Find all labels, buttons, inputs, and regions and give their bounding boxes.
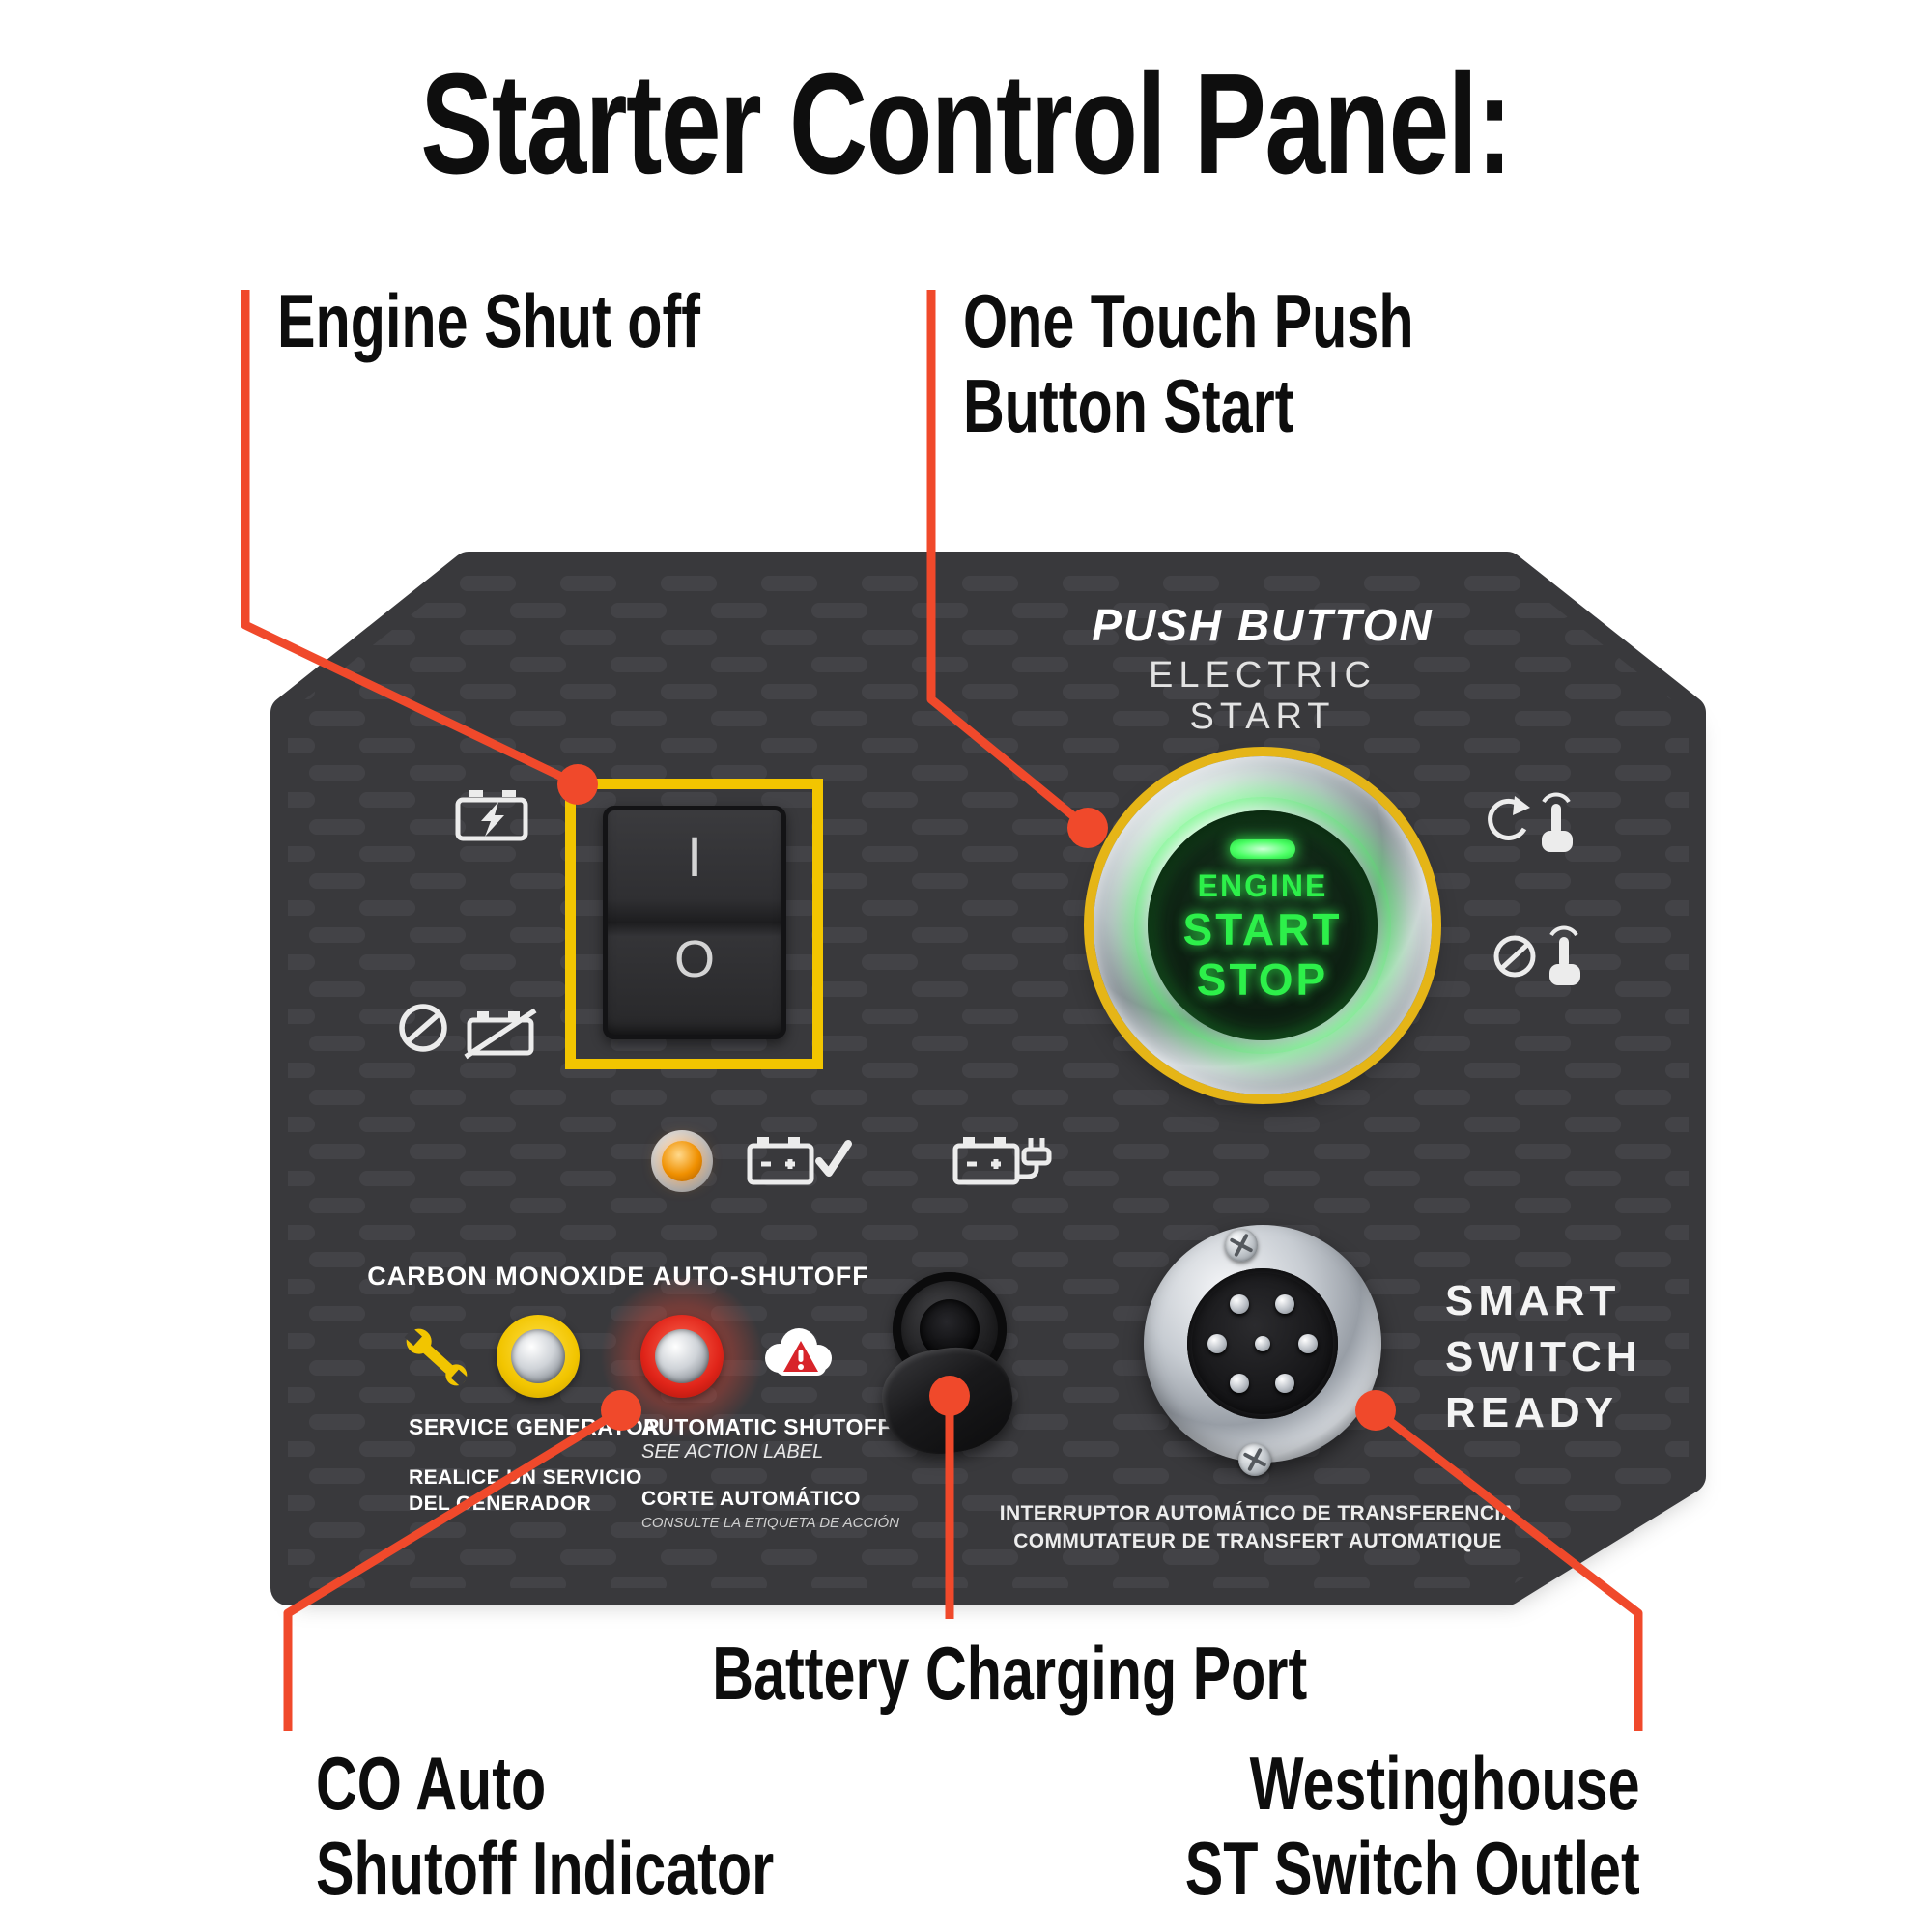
- no-touch-icon: [1493, 925, 1580, 985]
- no-symbol-icon: [399, 1004, 447, 1052]
- label-battery-port: Battery Charging Port: [712, 1631, 1308, 1716]
- service-indicator-lamp: [497, 1315, 580, 1398]
- start-button-start-text: START: [1182, 904, 1343, 954]
- rotary-start-touch-icon: [1488, 792, 1573, 852]
- label-co-indicator: CO Auto Shutoff Indicator: [316, 1741, 775, 1911]
- transfer-line-es: INTERRUPTOR AUTOMÁTICO DE TRANSFERENCIA: [999, 1502, 1517, 1524]
- start-button-face: ENGINE START STOP: [1148, 810, 1378, 1040]
- outlet-pin: [1275, 1374, 1294, 1393]
- engine-rocker-switch: I O: [603, 806, 786, 1039]
- outlet-pin: [1230, 1294, 1249, 1314]
- start-button-led-bar: [1230, 839, 1295, 859]
- label-engine-shutoff: Engine Shut off: [277, 278, 700, 363]
- label-push-start: One Touch Push Button Start: [963, 278, 1414, 448]
- outlet-screw-bottom: [1238, 1443, 1271, 1476]
- push-button-text: PUSH BUTTON: [1092, 600, 1434, 650]
- co-warning-cloud-icon: [765, 1328, 832, 1376]
- outlet-screw-top: [1225, 1229, 1258, 1262]
- co-lamp-metal: [655, 1329, 709, 1383]
- outlet-pin: [1275, 1294, 1294, 1314]
- callout-dot-push-start: [1067, 808, 1108, 848]
- panel-shadow: [296, 584, 1696, 1604]
- start-button-engine-text: ENGINE: [1197, 868, 1328, 903]
- outlet-pin: [1208, 1334, 1227, 1353]
- smart-line: SWITCH: [1445, 1333, 1642, 1380]
- label-st-outlet: Westinghouse ST Switch Outlet: [1185, 1741, 1640, 1911]
- outlet-pin-center: [1255, 1336, 1270, 1351]
- smart-line: READY: [1445, 1389, 1619, 1436]
- battery-charging-icon: [455, 790, 528, 841]
- co-heading: CARBON MONOXIDE AUTO-SHUTOFF: [367, 1262, 869, 1291]
- st-outlet-socket: [1187, 1268, 1338, 1419]
- callout-line-engine-shutoff: [241, 290, 580, 789]
- smart-line: SMART: [1445, 1277, 1621, 1324]
- callout-line-co-indicator: [283, 1406, 624, 1731]
- callout-line-st-outlet: [1373, 1406, 1643, 1731]
- battery-indicator-lamp: [651, 1130, 713, 1192]
- rocker-switch-yellow-frame: [565, 779, 823, 1069]
- co-shutoff-indicator-lamp: [640, 1315, 724, 1398]
- outlet-pin: [1298, 1334, 1318, 1353]
- service-lamp-metal: [511, 1329, 565, 1383]
- transfer-switch-label: INTERRUPTOR AUTOMÁTICO DE TRANSFERENCIA …: [987, 1499, 1528, 1555]
- service-es-line2: DEL GENERADOR: [409, 1492, 592, 1515]
- smart-switch-ready-label: SMART SWITCH READY: [1445, 1273, 1642, 1441]
- service-generator-label: SERVICE GENERATOR: [409, 1414, 661, 1439]
- electric-start-heading: PUSH BUTTON ELECTRIC START: [1069, 599, 1456, 738]
- start-button-stop-text: STOP: [1196, 954, 1329, 1005]
- shutoff-es-label: CORTE AUTOMÁTICO: [641, 1488, 861, 1510]
- rocker-off-mark: O: [673, 930, 715, 988]
- battery-ok-icon: [747, 1137, 852, 1185]
- outlet-pin: [1230, 1374, 1249, 1393]
- transfer-line-fr: COMMUTATEUR DE TRANSFERT AUTOMATIQUE: [1013, 1530, 1502, 1552]
- electric-start-text: ELECTRIC START: [1149, 655, 1377, 737]
- shutoff-es-note: CONSULTE LA ETIQUETA DE ACCIÓN: [641, 1515, 899, 1531]
- wrench-icon: [404, 1327, 469, 1387]
- battery-indicator-lens: [662, 1141, 702, 1181]
- engine-start-stop-button: ENGINE START STOP: [1094, 756, 1432, 1094]
- see-action-label: SEE ACTION LABEL: [641, 1441, 824, 1463]
- battery-slash-icon: [464, 1008, 537, 1060]
- battery-plug-icon: [952, 1137, 1052, 1185]
- automatic-shutoff-label: AUTOMATIC SHUTOFF: [641, 1414, 892, 1439]
- rocker-on-mark: I: [686, 826, 703, 889]
- service-es-line1: REALICE UN SERVICIO: [409, 1466, 642, 1489]
- page-title: Starter Control Panel:: [420, 44, 1513, 204]
